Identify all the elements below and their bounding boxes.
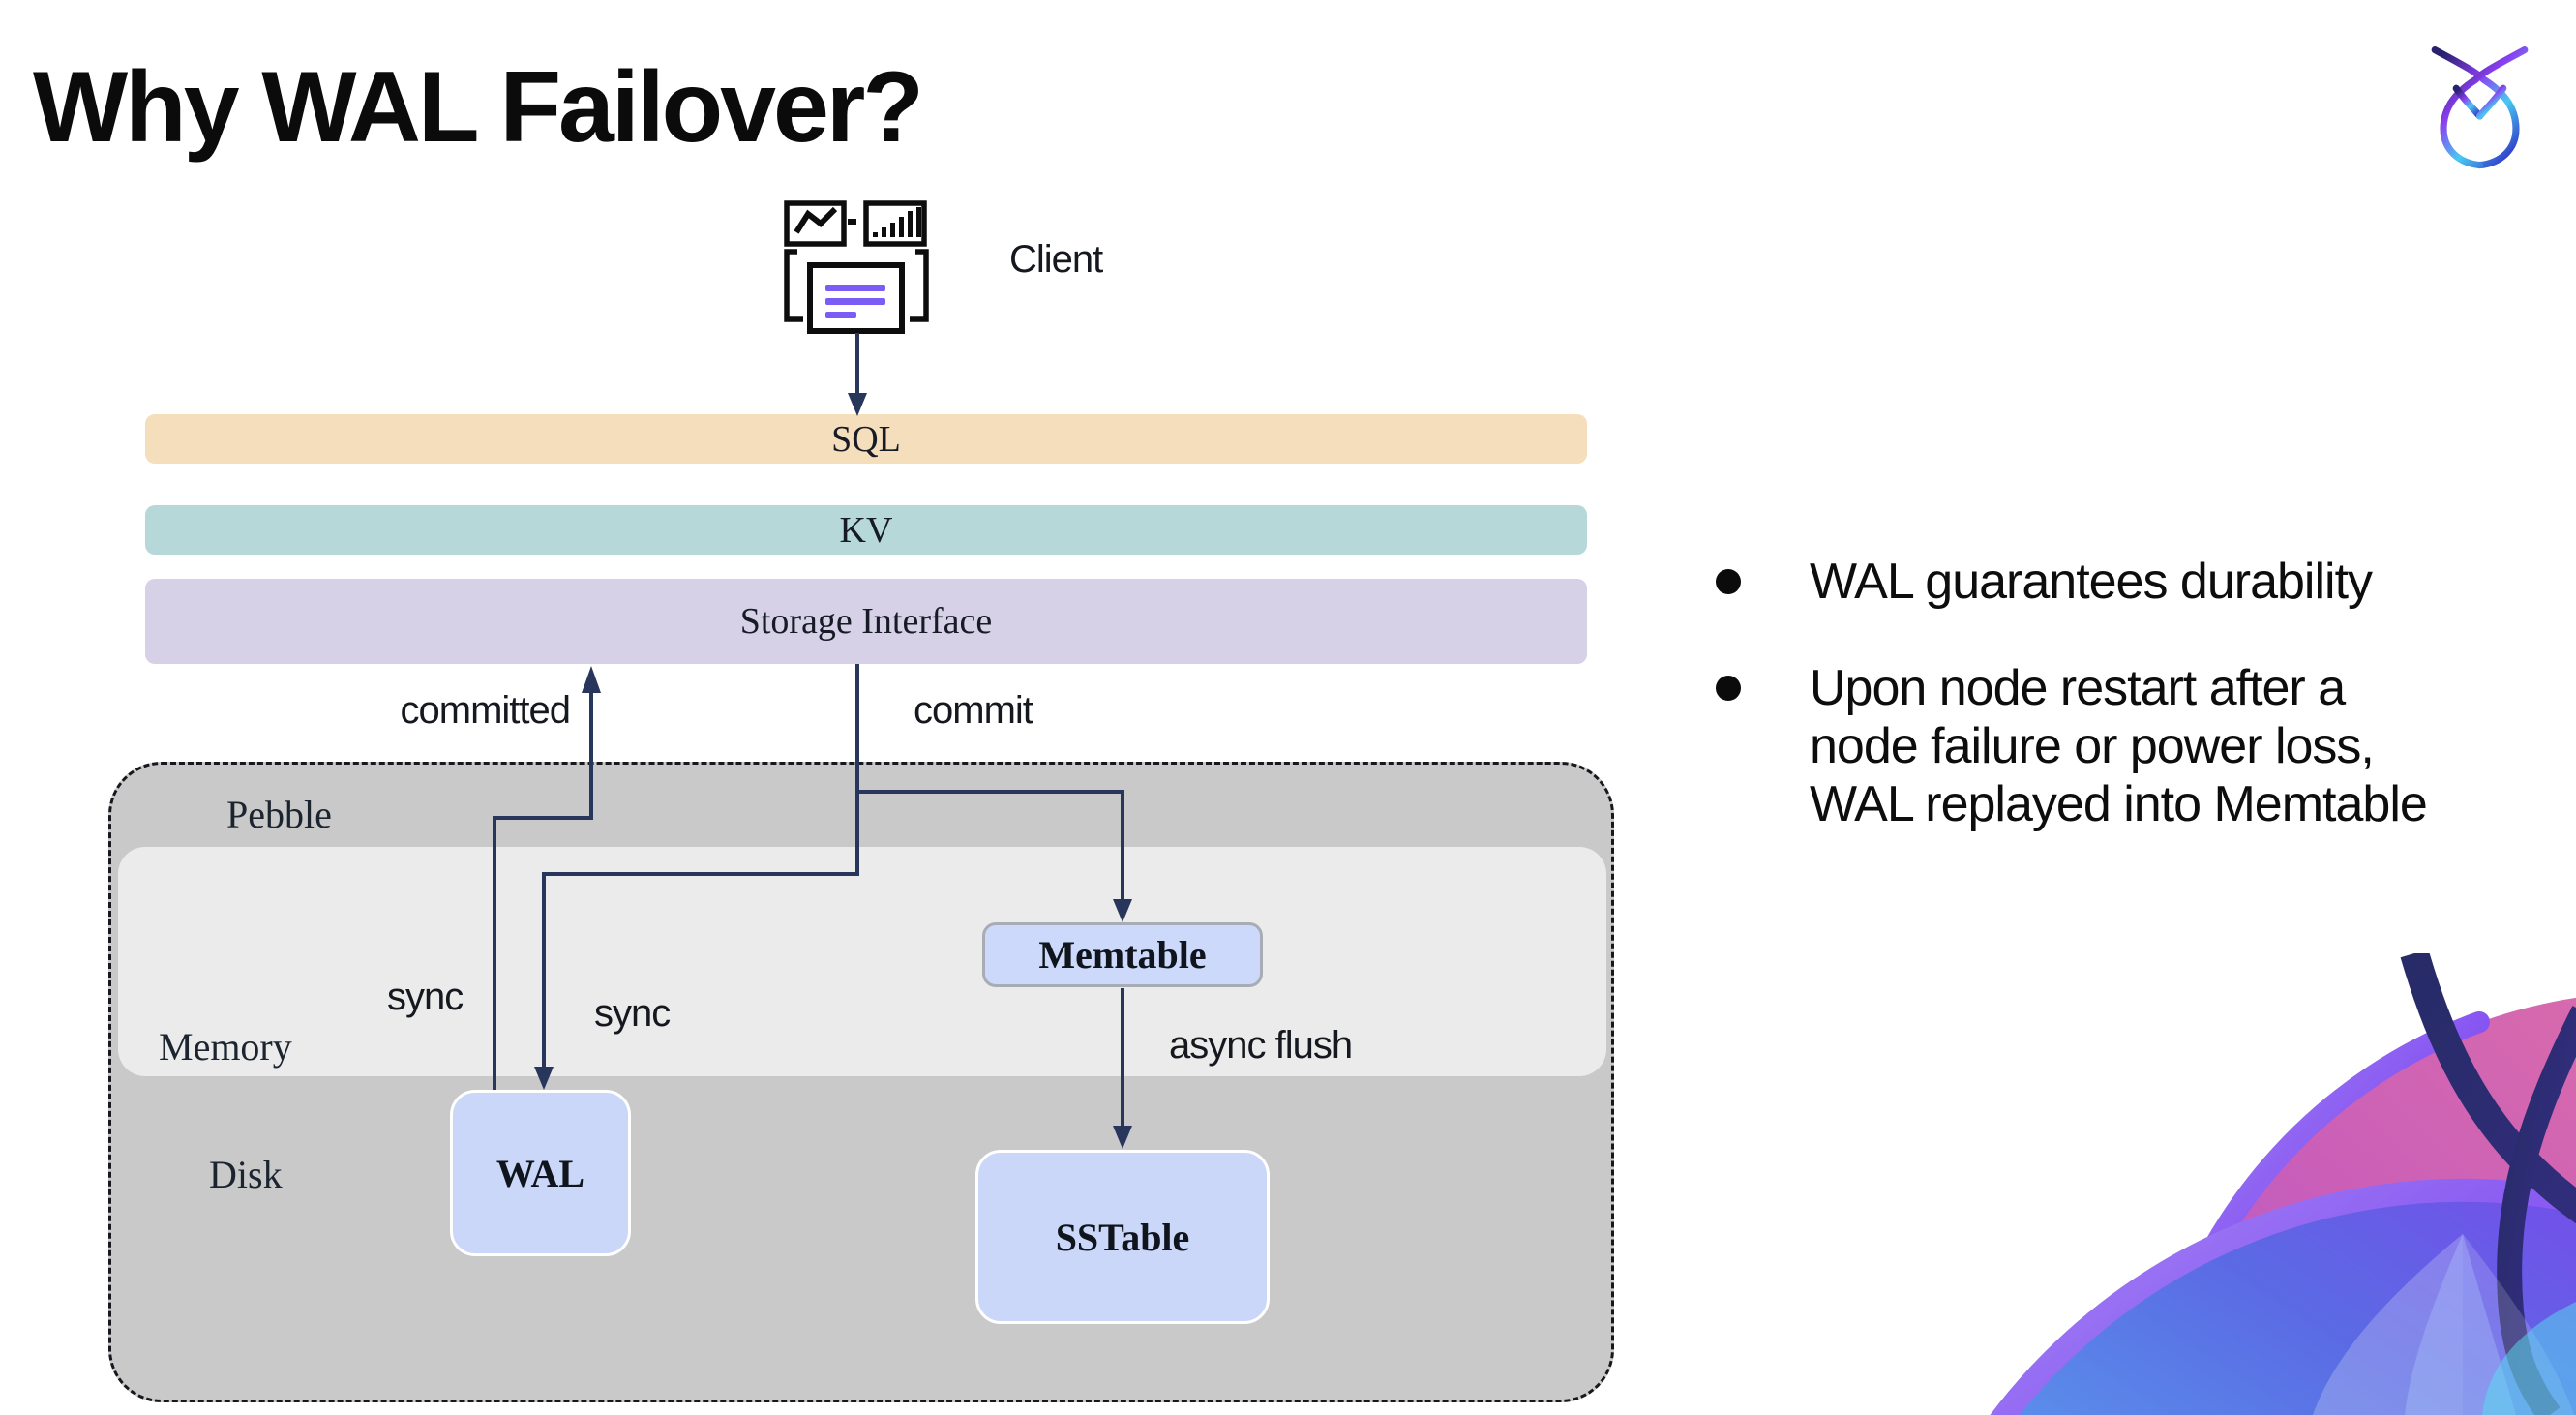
layer-storage-interface: Storage Interface [145, 579, 1587, 664]
page-title: Why WAL Failover? [33, 51, 924, 164]
bullet-text-replay: Upon node restart after a node failure o… [1810, 660, 2428, 832]
arrowhead-into-storage-interface [582, 666, 601, 693]
arrowhead-into-sql [848, 393, 867, 416]
sstable-box: SSTable [975, 1150, 1270, 1324]
sync-right-edge-label: sync [594, 992, 671, 1035]
commit-edge-label: commit [914, 689, 1033, 732]
memory-label: Memory [159, 1025, 292, 1069]
art-navy-curve [2400, 953, 2576, 1224]
bullet-text-durability: WAL guarantees durability [1810, 554, 2373, 610]
bullet-list: WAL guarantees durability Upon node rest… [1716, 553, 2567, 882]
art-petal [2405, 1234, 2516, 1415]
list-item: Upon node restart after a node failure o… [1716, 659, 2567, 833]
layer-kv: KV [145, 505, 1587, 555]
disk-label: Disk [209, 1153, 283, 1196]
layer-sql: SQL [145, 414, 1587, 464]
art-blue-dome [2004, 1190, 2576, 1415]
pebble-label: Pebble [226, 793, 332, 836]
cockroachdb-logo-icon [2424, 44, 2535, 169]
art-petal [2313, 1234, 2463, 1415]
client-computer-icon [784, 184, 929, 334]
async-flush-edge-label: async flush [1169, 1024, 1353, 1067]
layer-storage-interface-label: Storage Interface [739, 601, 993, 642]
brand-art-decoration [1974, 953, 2576, 1415]
memory-band [118, 847, 1606, 1076]
memtable-box: Memtable [982, 922, 1263, 987]
bullet-dot-icon [1716, 569, 1741, 594]
bullet-dot-icon [1716, 676, 1741, 701]
sstable-box-label: SSTable [1055, 1215, 1190, 1259]
memtable-box-label: Memtable [1038, 933, 1207, 977]
layer-sql-label: SQL [831, 418, 901, 460]
sync-left-edge-label: sync [387, 976, 464, 1018]
art-blue-dome-edge [1990, 1178, 2576, 1415]
art-petal [2482, 1302, 2576, 1415]
wal-box: WAL [450, 1090, 631, 1256]
client-label: Client [1009, 238, 1103, 281]
committed-edge-label: committed [400, 689, 572, 732]
layer-kv-label: KV [839, 509, 893, 551]
wal-box-label: WAL [495, 1151, 585, 1195]
list-item: WAL guarantees durability [1716, 553, 2567, 611]
